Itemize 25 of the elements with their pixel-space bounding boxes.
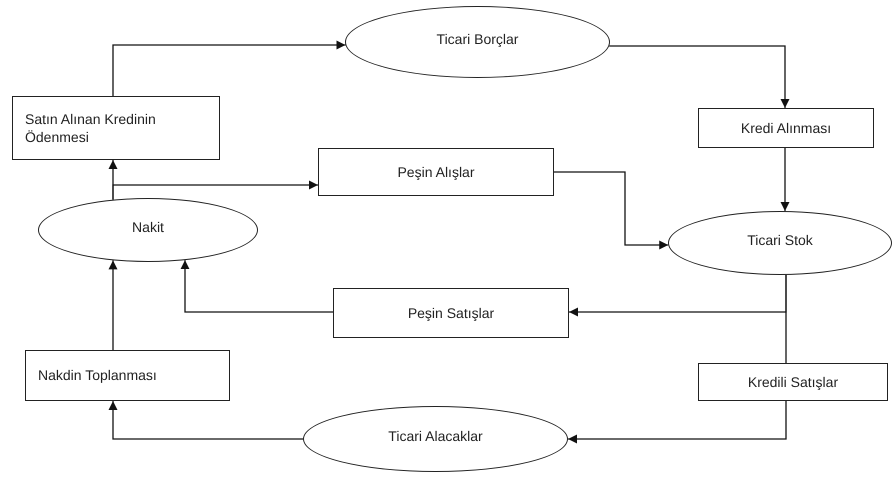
process-box [318, 148, 554, 196]
arrow [554, 171, 668, 250]
arrow [112, 180, 318, 200]
process-box [25, 350, 230, 401]
node-label: Nakdin Toplanması [38, 366, 157, 385]
node-label: Peşin Alışlar [397, 162, 475, 182]
node-label: Kredili Satışlar [748, 372, 838, 392]
arrow [609, 45, 790, 108]
node-label: Kredi Alınması [740, 118, 832, 138]
process-box [333, 288, 569, 338]
node-label: Peşin Satışlar [408, 304, 494, 322]
arrow [180, 260, 333, 313]
process-box [698, 108, 874, 148]
process-box [12, 96, 220, 160]
arrow [780, 148, 790, 212]
node-label: Ticari Stok [747, 230, 813, 250]
arrow [568, 401, 787, 444]
arrow [112, 40, 346, 96]
arrow [108, 260, 118, 350]
process-box [698, 363, 888, 401]
node-label: Satın Alınan Kredinin Ödenmesi [25, 110, 157, 146]
node-label: Ticari Borçlar [436, 30, 518, 48]
node-label: Ticari Alacaklar [388, 426, 483, 446]
node-label: Nakit [132, 218, 164, 236]
arrow [108, 401, 303, 440]
